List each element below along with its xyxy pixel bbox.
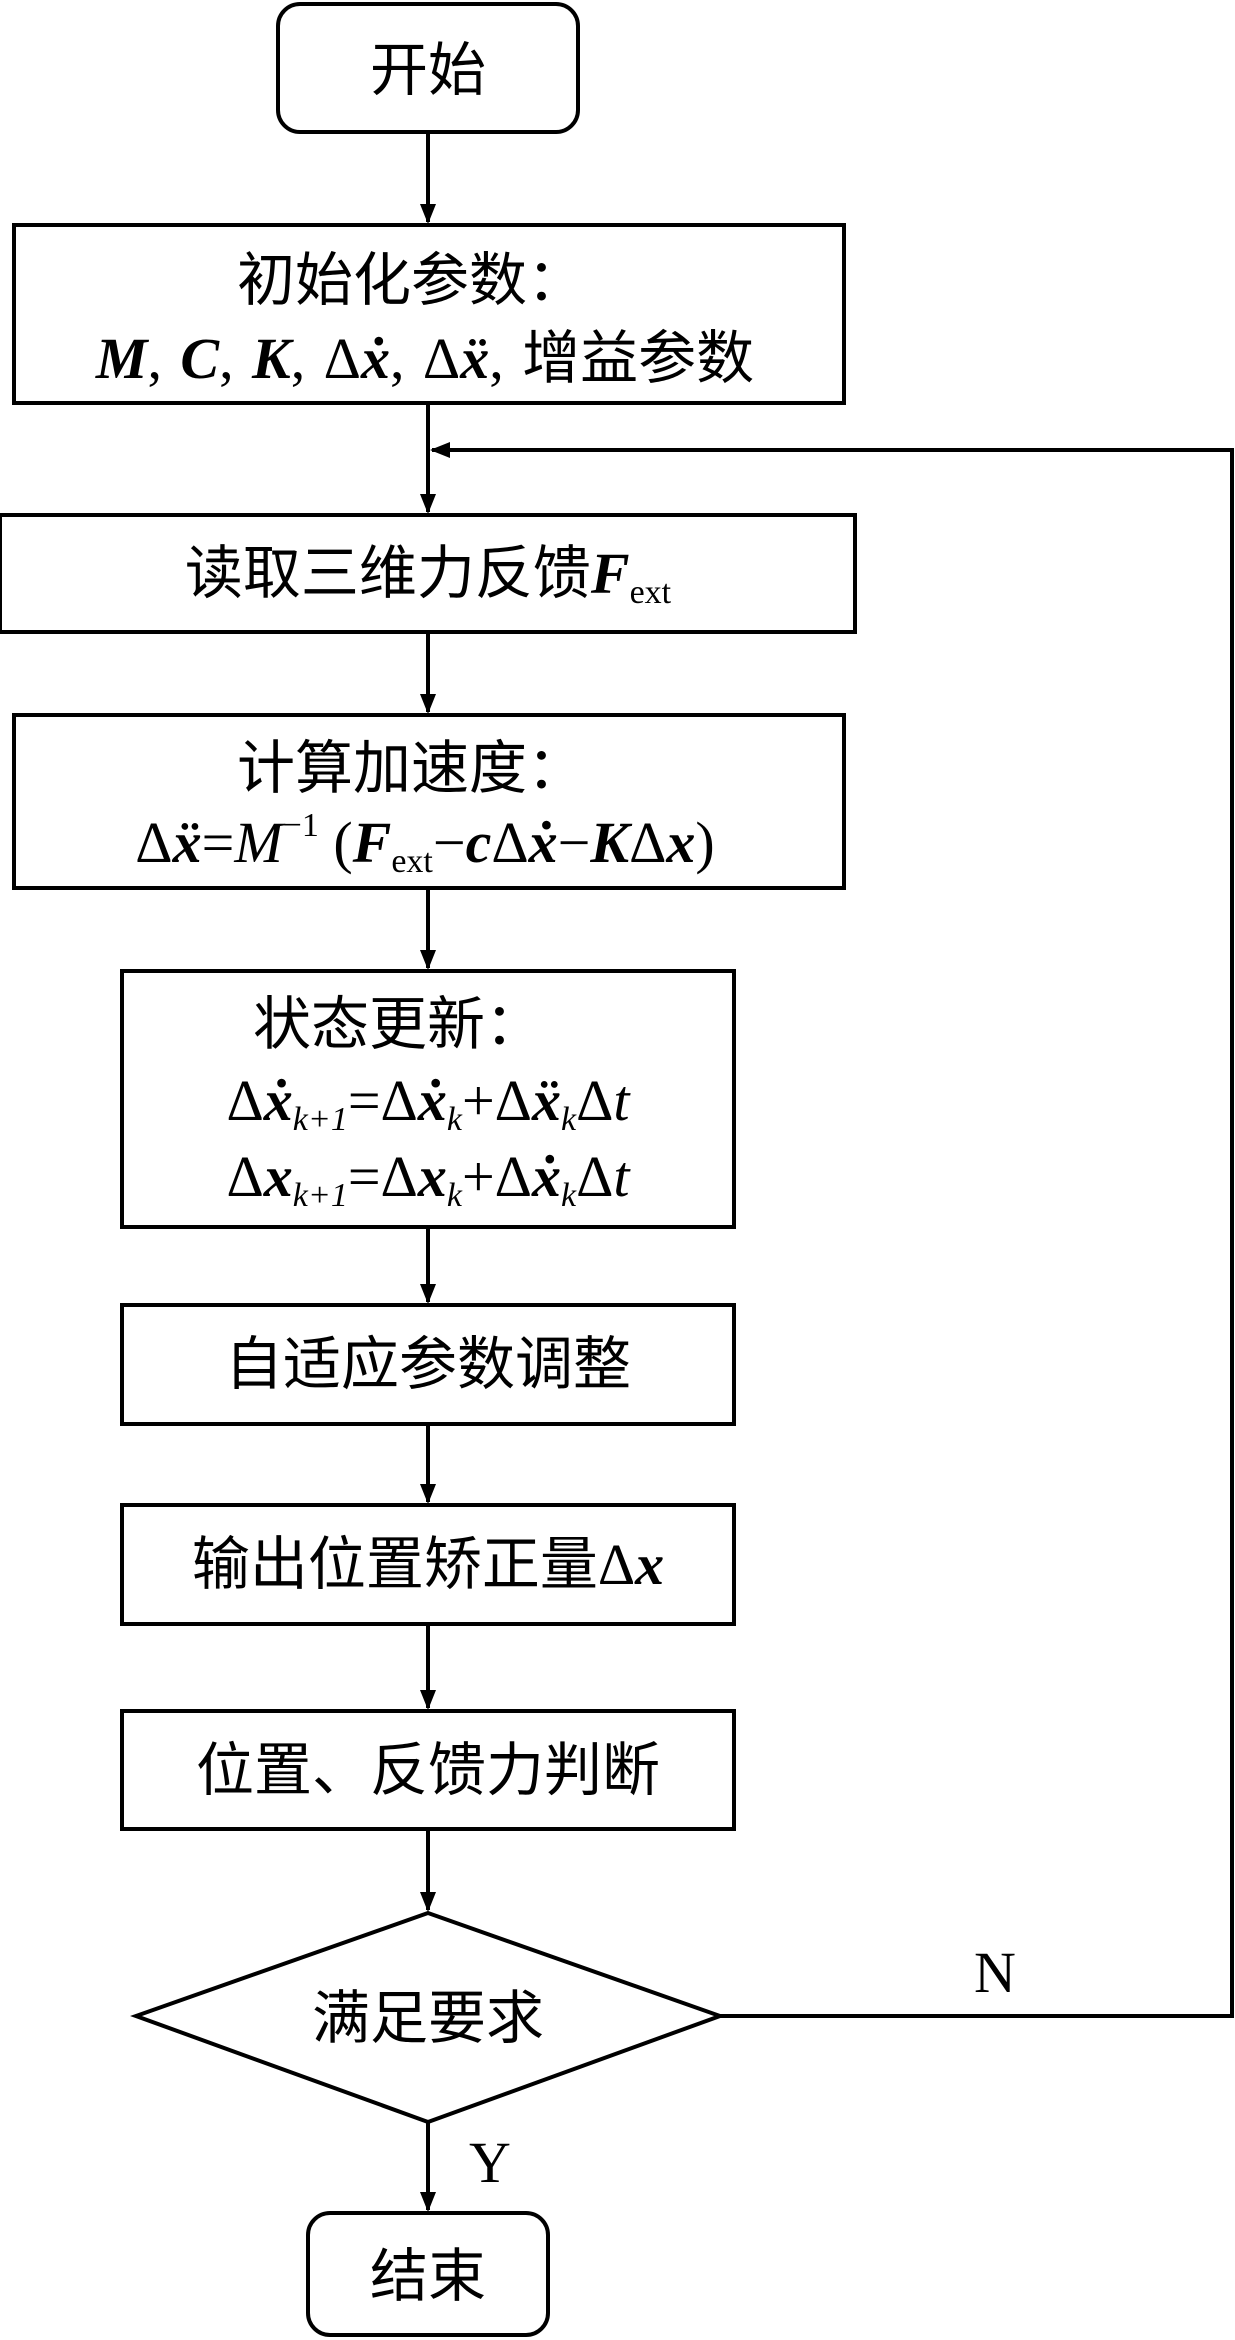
node-decision: 满足要求: [130, 1910, 726, 2125]
node-adaptive-shape: [120, 1303, 736, 1426]
node-adaptive: 自适应参数调整: [120, 1303, 736, 1426]
node-end-label: 结束: [370, 2242, 486, 2310]
node-judge-shape: [120, 1709, 736, 1831]
node-adaptive-label: 自适应参数调整: [225, 1330, 631, 1398]
node-read-force: 读取三维力反馈Fext: [0, 513, 857, 634]
edge-label-yes: Y: [469, 2130, 511, 2195]
node-state-update-line1: 状态更新：: [253, 990, 543, 1058]
node-accel-line1: 计算加速度：: [237, 734, 585, 802]
node-accel: 计算加速度： Δẍ=M−1 (Fext−cΔẋ−KΔx): [12, 713, 846, 890]
edge-decision-loop-back: [430, 442, 1234, 2018]
node-read-force-shape: [0, 513, 857, 634]
node-start-label: 开始: [370, 36, 486, 104]
node-decision-shape: [130, 1910, 726, 2125]
node-end: 结束: [306, 2211, 550, 2337]
node-judge-label: 位置、反馈力判断: [196, 1736, 660, 1804]
node-accel-shape: [12, 713, 846, 890]
node-start-shape: [276, 2, 580, 134]
edge-label-no: N: [974, 1940, 1016, 2005]
node-output-shape: [120, 1503, 736, 1626]
edges: [420, 132, 1234, 2212]
node-state-update-line3: Δxk+1=Δxk+ΔẋkΔt: [226, 1144, 631, 1214]
node-decision-label: 满足要求: [312, 1984, 544, 2052]
node-state-update: 状态更新： Δẋk+1=Δẋk+ΔẍkΔt Δxk+1=Δxk+ΔẋkΔt: [120, 969, 736, 1229]
node-read-force-label: 读取三维力反馈Fext: [185, 539, 672, 611]
node-start: 开始: [276, 2, 580, 134]
node-init-line1: 初始化参数：: [237, 246, 585, 314]
node-accel-line2: Δẍ=M−1 (Fext−cΔẋ−KΔx): [135, 807, 714, 880]
node-end-shape: [306, 2211, 550, 2337]
node-init-shape: [12, 223, 846, 405]
node-state-update-shape: [120, 969, 736, 1229]
node-init-line2: M, C, K, Δẋ, Δẍ, 增益参数: [95, 324, 754, 392]
node-judge: 位置、反馈力判断: [120, 1709, 736, 1831]
node-state-update-line2: Δẋk+1=Δẋk+ΔẍkΔt: [226, 1068, 631, 1138]
node-init: 初始化参数： M, C, K, Δẋ, Δẍ, 增益参数: [12, 223, 846, 405]
node-output-label: 输出位置矫正量Δx: [192, 1530, 664, 1598]
node-output: 输出位置矫正量Δx: [120, 1503, 736, 1626]
